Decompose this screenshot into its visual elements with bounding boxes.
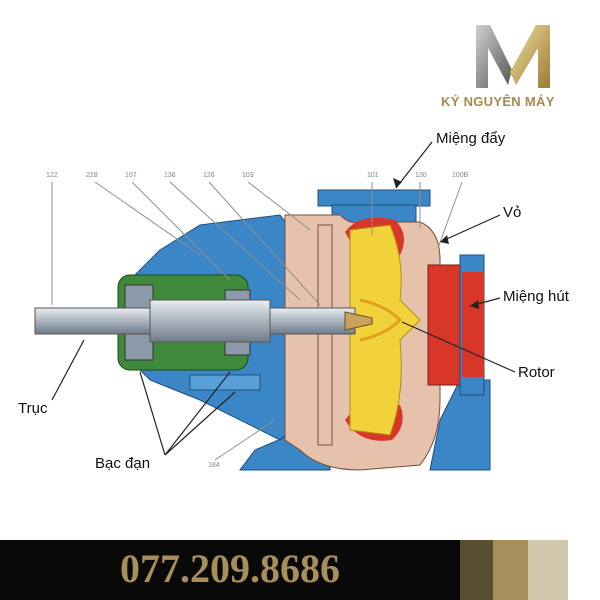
label-bearing: Bạc đạn: [95, 455, 151, 472]
part-number: 126: [203, 172, 215, 179]
part-number: 100B: [452, 172, 469, 179]
leader-lines: [51, 141, 516, 456]
color-swatch-gold: [493, 540, 528, 600]
suction-nozzle: [427, 254, 485, 396]
part-number: 130: [415, 172, 427, 179]
color-swatch-dark: [460, 540, 493, 600]
part-number: 184: [208, 462, 220, 469]
label-suction: Miệng hút: [503, 288, 569, 305]
brand-name: KỶ NGUYÊN MÁY: [441, 94, 555, 109]
part-number: 103: [242, 172, 254, 179]
phone-number: 077.209.8686: [120, 546, 340, 591]
label-casing: Vỏ: [503, 204, 522, 221]
arrowheads: [393, 178, 479, 309]
footer-bar: [0, 540, 460, 600]
label-rotor: Rotor: [518, 364, 555, 381]
label-shaft: Trục: [18, 400, 48, 417]
part-number-leaders: [51, 181, 463, 461]
part-number: 101: [367, 172, 379, 179]
part-number: 122: [46, 172, 58, 179]
part-number: 136: [164, 172, 176, 179]
color-swatch-light: [528, 540, 568, 600]
brand-logo: [476, 25, 550, 88]
part-number: 228: [86, 172, 98, 179]
impeller-rotor: [349, 224, 421, 436]
label-discharge: Miệng đẩy: [436, 130, 506, 147]
part-number: 107: [125, 172, 137, 179]
